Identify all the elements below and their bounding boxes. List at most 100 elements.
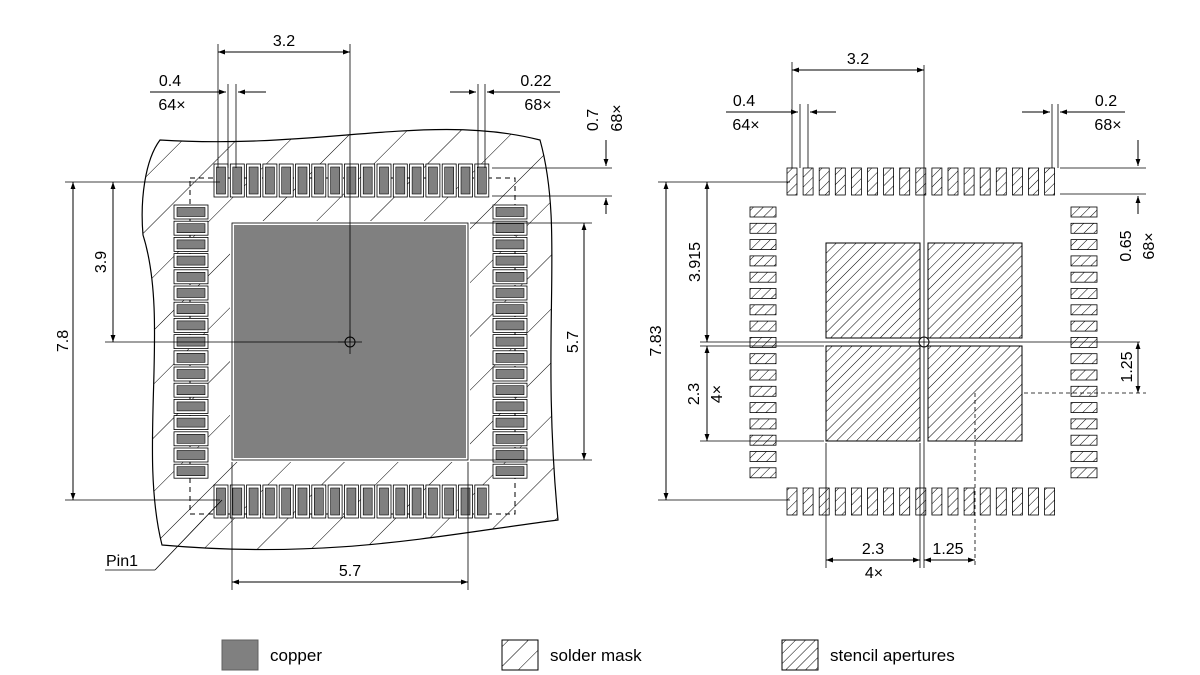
- stencil-aperture: [1070, 320, 1098, 332]
- stencil-aperture: [995, 167, 1007, 196]
- stencil-aperture: [749, 255, 777, 267]
- copper-pad: [176, 466, 206, 477]
- copper-pad: [176, 385, 206, 396]
- stencil-aperture: [867, 167, 878, 196]
- copper-pad: [495, 401, 525, 412]
- stencil-aperture: [1070, 418, 1098, 430]
- stencil-aperture: [749, 239, 777, 251]
- stencil-aperture: [1070, 467, 1098, 479]
- stencil-aperture: [1070, 402, 1098, 414]
- stencil-aperture: [1070, 271, 1098, 283]
- stencil-aperture: [995, 487, 1007, 516]
- dim-pad-horizontal-left: 5.7: [231, 462, 469, 590]
- dim-overall-height-right: 7.83: [648, 181, 790, 501]
- copper-pad: [411, 487, 422, 516]
- stencil-aperture: [749, 304, 777, 316]
- stencil-aperture: [1028, 167, 1039, 196]
- dim-top-span-left: 3.2: [217, 33, 351, 342]
- dim-count: 68×: [524, 97, 551, 114]
- dim-label: 5.7: [339, 563, 361, 580]
- copper-pad: [395, 166, 406, 195]
- copper-pad: [444, 487, 455, 516]
- stencil-aperture: [786, 487, 798, 516]
- copper-pad: [176, 320, 206, 331]
- dim-overall-height-left: 7.8: [55, 181, 220, 501]
- dim-label: 0.65: [1118, 230, 1135, 261]
- copper-pad: [411, 166, 422, 195]
- stencil-aperture: [749, 222, 777, 234]
- copper-pad: [232, 487, 243, 516]
- copper-pad: [444, 166, 455, 195]
- copper-pad: [476, 487, 487, 516]
- stencil-aperture: [1044, 487, 1055, 516]
- copper-pad: [495, 304, 525, 315]
- stencil-aperture: [749, 320, 777, 332]
- center-mark-right: [700, 65, 1140, 568]
- copper-pad: [313, 487, 324, 516]
- stencil-aperture: [1070, 451, 1098, 462]
- stencil-aperture: [749, 434, 777, 446]
- legend-item-copper: copper: [221, 639, 322, 671]
- dim-label: 2.3: [686, 383, 703, 405]
- dim-label: 3.2: [273, 33, 295, 50]
- stencil-aperture: [749, 288, 777, 299]
- stencil-aperture: [899, 167, 911, 196]
- copper-pad: [313, 166, 324, 195]
- stencil-aperture: [1070, 239, 1098, 251]
- copper-pad: [176, 223, 206, 233]
- stencil-aperture: [834, 167, 846, 196]
- copper-pad: [176, 450, 206, 460]
- copper-pad: [495, 385, 525, 396]
- stencil-aperture: [786, 167, 798, 196]
- copper-pad: [362, 166, 373, 195]
- copper-pad: [379, 166, 389, 195]
- dim-label: 7.83: [648, 325, 665, 356]
- dim-label: 0.22: [520, 73, 551, 90]
- copper-pad: [176, 433, 206, 444]
- stencil-aperture: [1012, 487, 1023, 516]
- stencil-aperture: [1070, 304, 1098, 316]
- copper-pad: [265, 166, 275, 195]
- paste-aperture: [927, 242, 1023, 339]
- dim-paste-horizontal-right: 2.3 4×: [825, 443, 921, 582]
- dim-label: 0.2: [1095, 93, 1117, 110]
- stencil-aperture: [1028, 487, 1039, 516]
- solder-mask-swatch: [501, 639, 539, 671]
- dim-count: 4×: [709, 385, 726, 403]
- copper-pad: [395, 487, 406, 516]
- stencil-aperture: [867, 487, 878, 516]
- copper-pad: [495, 255, 525, 266]
- dim-half-height-right: 3.915: [687, 181, 790, 342]
- copper-pad: [495, 207, 525, 217]
- stencil-aperture: [979, 487, 991, 516]
- copper-pad: [362, 487, 373, 516]
- copper-pad: [281, 487, 292, 516]
- dim-count: 64×: [732, 117, 759, 134]
- stencil-aperture: [749, 385, 777, 397]
- dim-count: 68×: [1094, 117, 1121, 134]
- stencil-aperture: [818, 487, 830, 516]
- dim-count: 4×: [865, 565, 883, 582]
- copper-pad: [176, 271, 206, 282]
- stencil-aperture: [1012, 167, 1023, 196]
- dim-label: 1.25: [1119, 351, 1136, 382]
- legend: copper solder mask stencil apertures: [221, 639, 955, 671]
- stencil-aperture: [963, 167, 975, 196]
- stencil-aperture: [749, 271, 777, 283]
- legend-label: copper: [270, 646, 322, 665]
- copper-pad: [495, 417, 525, 428]
- dim-label: 0.4: [159, 73, 181, 90]
- stencil-aperture: [834, 487, 846, 516]
- copper-pad: [248, 166, 259, 195]
- left-view: 3.2 0.4 64× 0.22 68× 0.7 68×: [55, 33, 626, 590]
- copper-pad: [346, 166, 357, 195]
- copper-pad: [495, 239, 525, 250]
- copper-pad: [495, 336, 525, 347]
- copper-pad: [176, 352, 206, 363]
- dim-pad-vertical-left: 5.7: [470, 222, 592, 461]
- dim-label: 7.8: [55, 330, 72, 352]
- stencil-aperture: [802, 167, 814, 196]
- copper-pad: [428, 166, 438, 195]
- paste-apertures: [825, 242, 1023, 442]
